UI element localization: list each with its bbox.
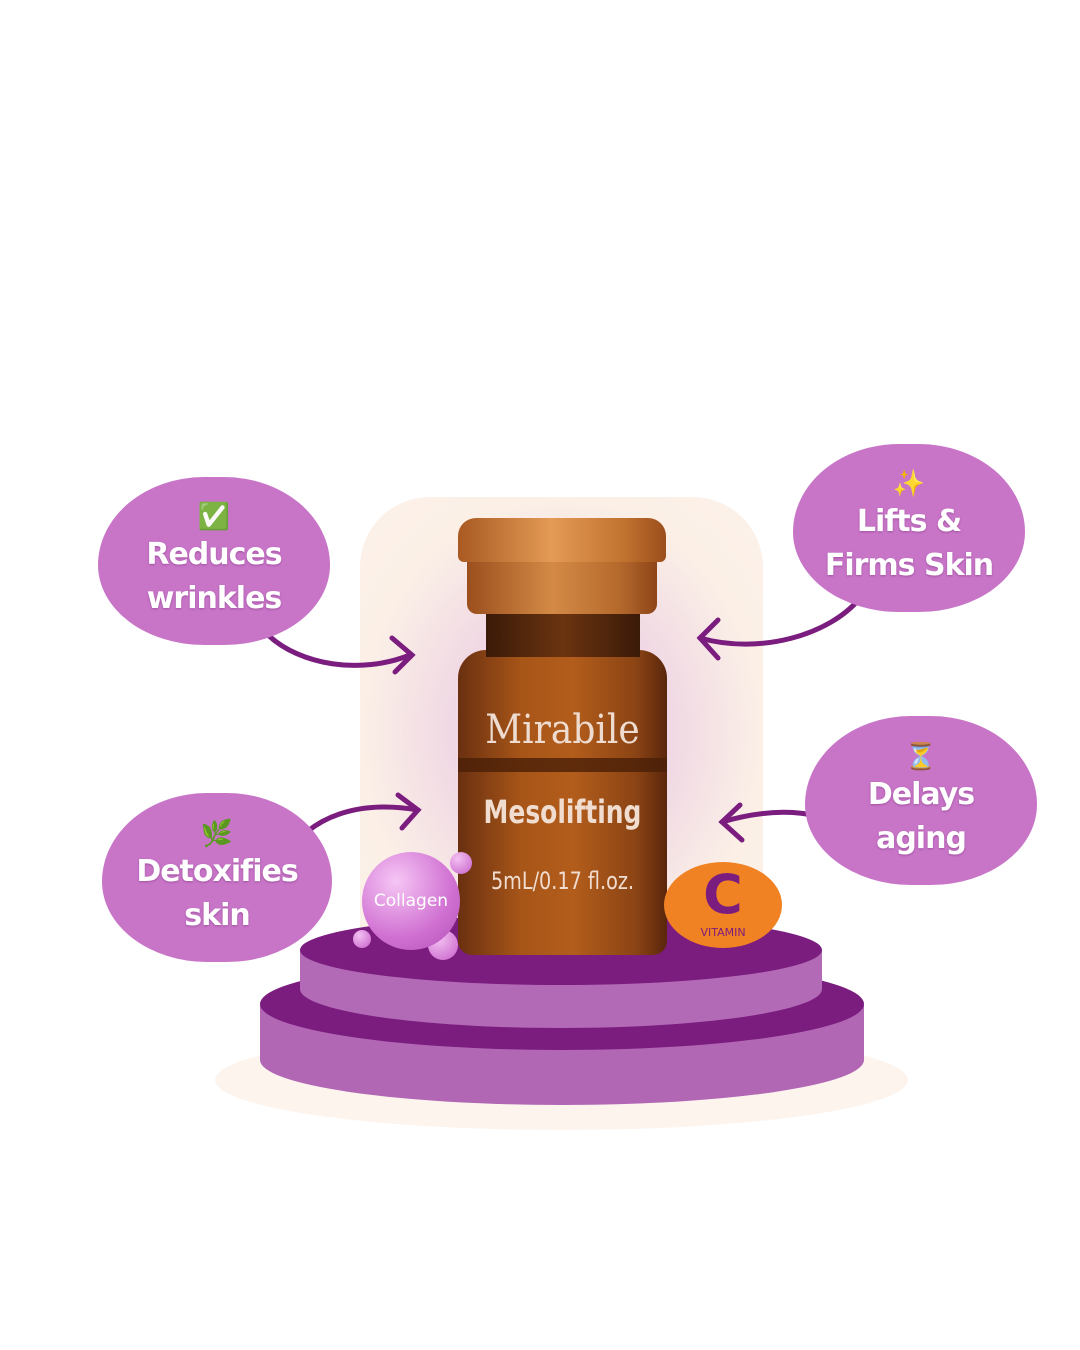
vitamin-letter: C [703,863,743,926]
benefit-text: Lifts & [856,504,962,539]
collagen-badge: Collagen [362,852,460,950]
benefit-text: Delays [867,776,975,812]
vial-band [458,758,667,772]
hourglass-icon: ⏳ [904,741,938,772]
sparkles-icon: ✨ [892,469,926,499]
brand-name: Mirabile [485,707,640,753]
collagen-label: Collagen [373,891,449,911]
benefit-lifts-firms: ✨ Lifts & Firms Skin [793,444,1025,612]
arrow-head [696,617,721,661]
arrow-head [395,792,422,831]
bubble-dot [353,930,371,948]
benefit-reduces-wrinkles: ✅ Reduces wrinkles [98,477,330,645]
vial-cap-top [458,518,666,562]
arrow-reduces-wrinkles [265,632,413,668]
herb-icon: 🌿 [200,818,234,849]
benefit-text: wrinkles [146,581,283,616]
benefit-text: aging [876,820,967,856]
benefit-text: Firms Skin [824,548,994,583]
benefit-detoxifies: 🌿 Detoxifies skin [102,793,332,962]
benefit-text: Reduces [146,537,282,572]
benefit-delays-aging: ⏳ Delays aging [805,716,1037,885]
check-mark-icon: ✅ [197,502,231,532]
vial-cap-lower [467,558,657,614]
vial-neck [486,612,640,657]
vitamin-c-badge: C VITAMIN [664,862,782,948]
product-name: Mesolifting [483,793,642,831]
benefit-text: Detoxifies [136,853,298,889]
arrow-head [718,802,745,843]
bubble-dot [450,852,472,874]
vial-body [458,650,667,955]
arrow-head [389,635,416,675]
arrow-lifts-firms [697,595,863,647]
vitamin-label: VITAMIN [700,926,746,939]
product-volume: 5mL/0.17 fl.oz. [490,867,635,895]
benefit-text: skin [184,897,250,933]
